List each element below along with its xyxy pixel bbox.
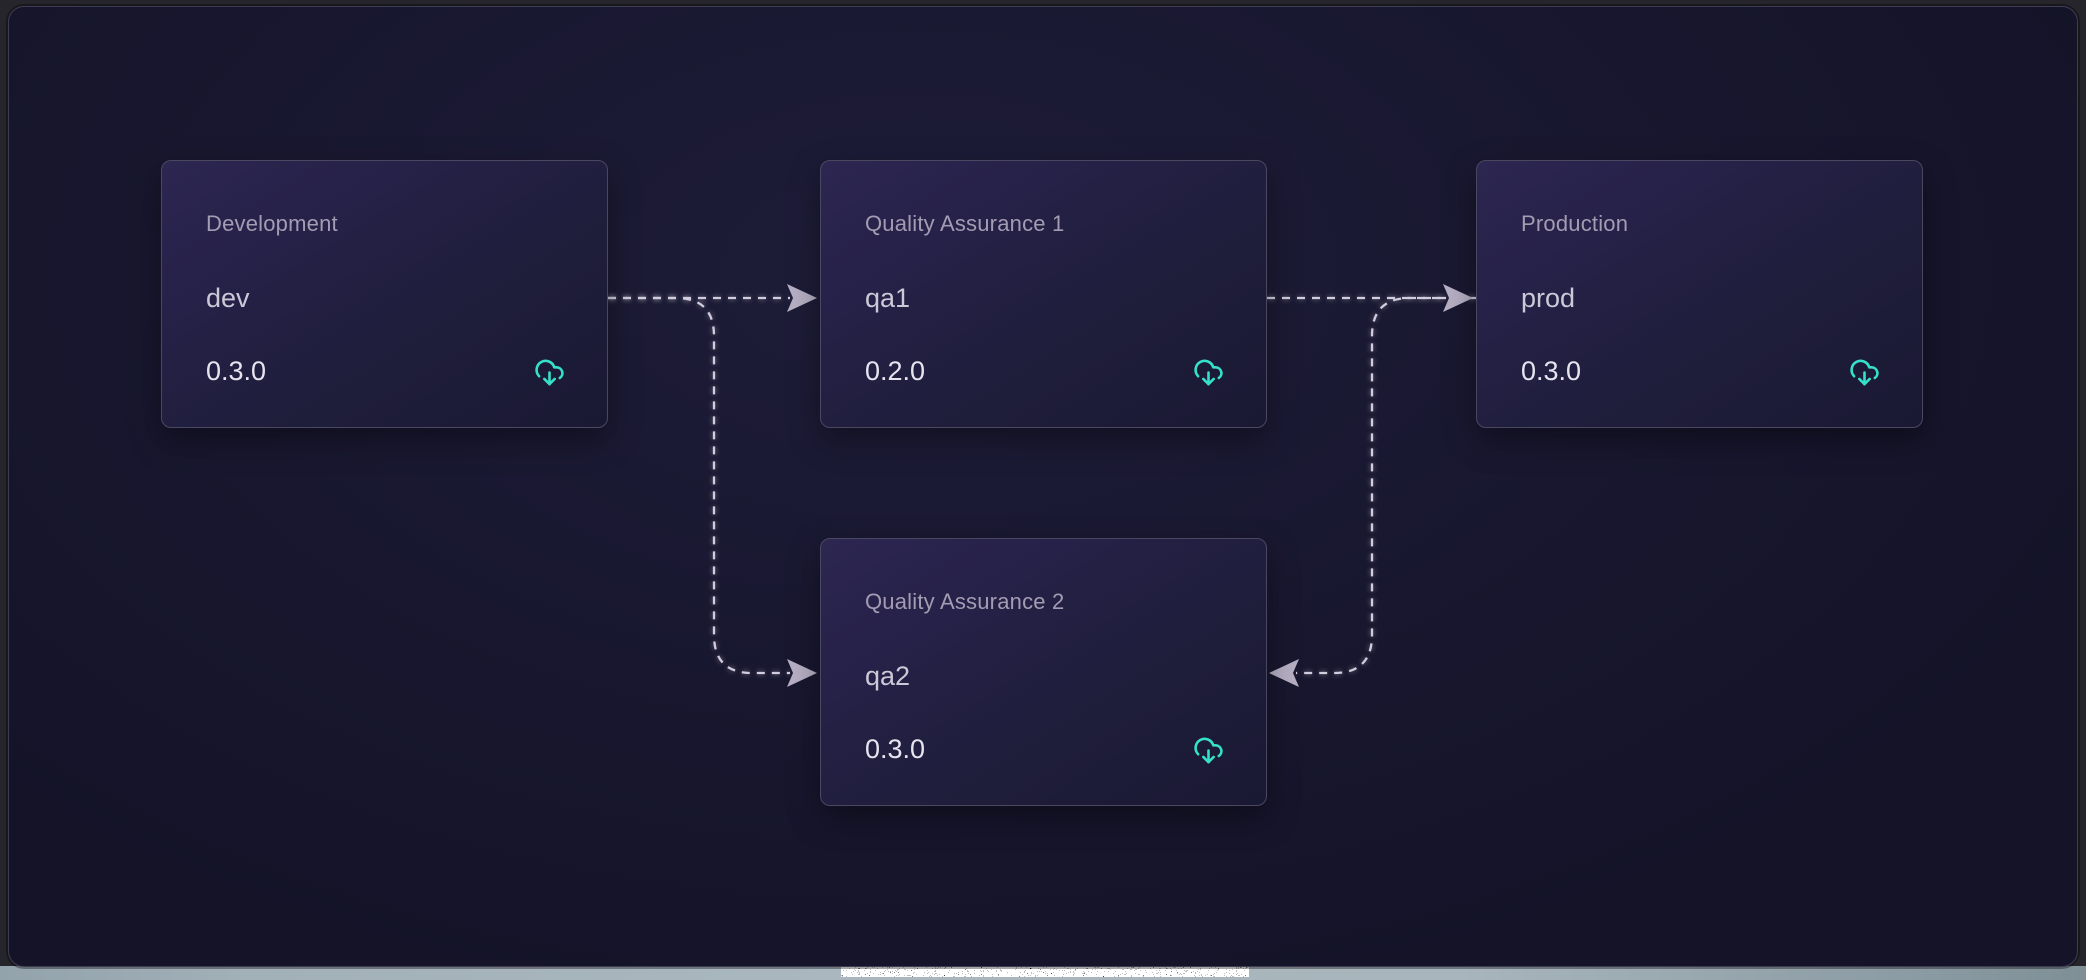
flow-canvas[interactable] bbox=[8, 6, 2078, 967]
environment-version: 0.3.0 bbox=[206, 356, 267, 386]
cloud-download-icon[interactable] bbox=[1848, 356, 1880, 388]
node-production[interactable]: Production prod 0.3.0 bbox=[1476, 160, 1923, 428]
node-quality-assurance-1[interactable]: Quality Assurance 1 qa1 0.2.0 bbox=[820, 160, 1267, 428]
node-title: Production bbox=[1521, 211, 1629, 236]
environment-name: dev bbox=[206, 283, 250, 313]
environment-name: qa2 bbox=[865, 661, 911, 691]
cloud-download-icon[interactable] bbox=[1192, 356, 1224, 388]
environment-version: 0.2.0 bbox=[865, 356, 926, 386]
node-quality-assurance-2[interactable]: Quality Assurance 2 qa2 0.3.0 bbox=[820, 538, 1267, 806]
cloud-download-icon[interactable] bbox=[1192, 734, 1224, 766]
node-title: Quality Assurance 2 bbox=[865, 589, 1065, 614]
node-title: Quality Assurance 1 bbox=[865, 211, 1065, 236]
window-bottom-noise bbox=[841, 964, 1249, 977]
environment-name: qa1 bbox=[865, 283, 911, 313]
node-title: Development bbox=[206, 211, 338, 236]
environment-version: 0.3.0 bbox=[1521, 356, 1582, 386]
environment-version: 0.3.0 bbox=[865, 734, 926, 764]
environment-name: prod bbox=[1521, 283, 1576, 313]
node-development[interactable]: Development dev 0.3.0 bbox=[161, 160, 608, 428]
cloud-download-icon[interactable] bbox=[533, 356, 565, 388]
